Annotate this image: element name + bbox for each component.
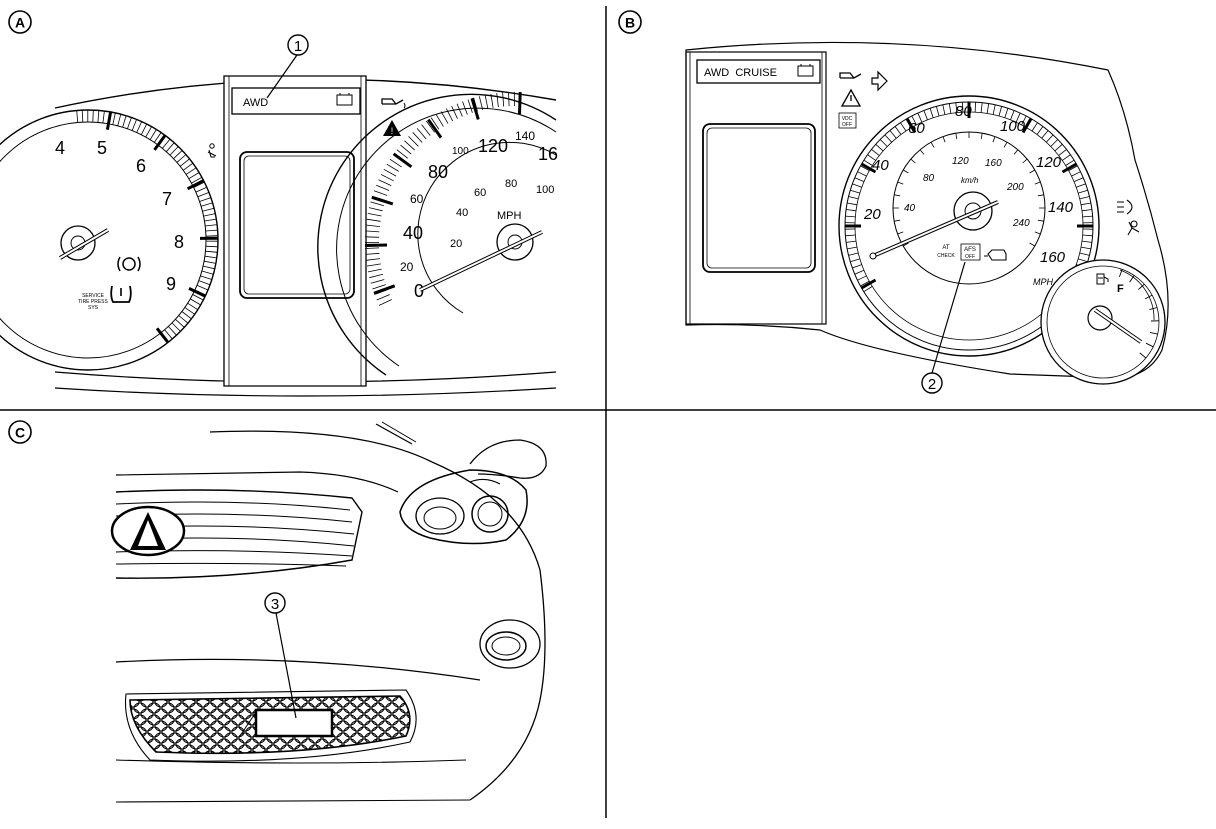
tach-number-6: 6 bbox=[136, 156, 146, 176]
brake-warning-icon bbox=[117, 256, 141, 272]
awd-cruise-indicator: AWD CRUISE bbox=[704, 67, 777, 79]
speed-inner-20: 20 bbox=[450, 238, 462, 250]
b-outer-100: 100 bbox=[1000, 118, 1026, 135]
speedometer: 0 20 40 60 80 120 16 20 40 60 80 100 100… bbox=[317, 91, 558, 376]
tpms-label-3: SYS bbox=[88, 305, 99, 311]
b-battery-warning-icon bbox=[797, 64, 814, 77]
b-outer-60: 60 bbox=[908, 120, 925, 137]
master-warning-icon: ! bbox=[383, 120, 401, 136]
fuel-hub bbox=[1087, 305, 1113, 331]
b-outer-20: 20 bbox=[863, 206, 881, 223]
callout-3-leader bbox=[275, 612, 297, 719]
b-kmh-160: 160 bbox=[985, 158, 1002, 169]
afs-off-label-1: AFS bbox=[964, 247, 976, 253]
tpms-label-1: SERVICE bbox=[82, 293, 105, 299]
fuel-pump-icon bbox=[1096, 273, 1109, 285]
callout-1: 1 bbox=[294, 38, 302, 55]
callout-2: 2 bbox=[928, 376, 936, 393]
speed-unit: MPH bbox=[497, 210, 522, 222]
fog-lamp bbox=[479, 619, 541, 669]
speed-outer-120: 120 bbox=[478, 136, 508, 156]
tach-number-8: 8 bbox=[174, 232, 184, 252]
b-outer-120: 120 bbox=[1036, 154, 1062, 171]
b-oil-pressure-icon bbox=[839, 72, 862, 79]
b-info-strip bbox=[696, 59, 821, 84]
b-kmh-40: 40 bbox=[904, 203, 916, 214]
tpms-label-2: TIRE PRESS bbox=[78, 299, 108, 305]
info-strip bbox=[231, 87, 361, 115]
battery-warning-icon bbox=[336, 93, 353, 106]
panel-a-marker: A bbox=[15, 15, 25, 31]
at-check-label-2: CHECK bbox=[937, 253, 955, 259]
lower-intake-grille bbox=[124, 689, 417, 762]
speed-hub bbox=[496, 223, 534, 261]
sensor-window bbox=[254, 708, 334, 738]
speed-inner-140: 140 bbox=[515, 129, 535, 143]
panel-c: C bbox=[8, 420, 547, 803]
headlamp bbox=[399, 469, 528, 545]
speed-inner-40: 40 bbox=[456, 207, 468, 219]
b-kmh-80: 80 bbox=[923, 173, 935, 184]
tach-number-7: 7 bbox=[162, 189, 172, 209]
callout-2-leader bbox=[931, 261, 966, 374]
b-outer-80: 80 bbox=[955, 103, 972, 120]
speed-outer-80: 80 bbox=[428, 162, 448, 182]
b-outer-140: 140 bbox=[1048, 199, 1074, 216]
infiniti-emblem bbox=[110, 505, 186, 557]
speed-inner-60: 60 bbox=[474, 187, 486, 199]
tachometer: 4 5 6 7 8 9 SERVICE TIRE PRESS SYS bbox=[0, 109, 219, 371]
b-kmh-200: 200 bbox=[1006, 182, 1024, 193]
tpms-warning-icon bbox=[110, 285, 132, 303]
fuel-gauge: F bbox=[1040, 259, 1166, 385]
speed-outer-40: 40 bbox=[403, 223, 423, 243]
oil-pressure-icon bbox=[381, 98, 406, 109]
speed-inner-100b: 100 bbox=[452, 146, 469, 157]
fuel-full-label: F bbox=[1117, 283, 1124, 295]
panel-b: B AWD CRUISE VDC OFF bbox=[618, 10, 1169, 394]
tach-number-5: 5 bbox=[97, 138, 107, 158]
seatbelt-warning-icon bbox=[207, 143, 217, 158]
speed-outer-16: 16 bbox=[538, 144, 558, 164]
multi-info-display bbox=[239, 151, 355, 299]
engine-check-icon bbox=[984, 249, 1007, 261]
speed-outer-20: 20 bbox=[400, 260, 414, 274]
b-kmh-label: km/h bbox=[961, 176, 979, 185]
b-multi-info-display bbox=[702, 123, 816, 273]
b-kmh-240: 240 bbox=[1012, 218, 1030, 229]
svg-text:!: ! bbox=[391, 126, 394, 136]
speed-inner-80: 80 bbox=[505, 178, 517, 190]
b-master-warning-icon bbox=[840, 88, 862, 107]
at-check-label-1: AT bbox=[942, 245, 950, 251]
b-outer-40: 40 bbox=[872, 157, 889, 174]
center-display-pod: AWD bbox=[223, 75, 367, 387]
speed-inner-100a: 100 bbox=[536, 184, 554, 196]
panel-a: A 4 5 6 7 8 9 bbox=[0, 10, 558, 397]
side-mirror bbox=[469, 439, 547, 479]
vdc-off-label-2: OFF bbox=[842, 122, 852, 128]
b-outer-160: 160 bbox=[1040, 249, 1066, 266]
callout-1-leader bbox=[266, 54, 298, 99]
airbag-warning-icon bbox=[1127, 220, 1140, 236]
speed-outer-60: 60 bbox=[410, 192, 424, 206]
tach-number-4: 4 bbox=[55, 138, 65, 158]
panel-b-marker: B bbox=[625, 15, 635, 31]
tach-number-9: 9 bbox=[166, 274, 176, 294]
hood-line bbox=[209, 430, 433, 463]
b-kmh-120: 120 bbox=[952, 156, 969, 167]
afs-off-label-2: OFF bbox=[965, 254, 975, 260]
turn-signal-icon bbox=[871, 70, 888, 92]
speed-outer-0: 0 bbox=[414, 281, 424, 301]
vdc-off-label-1: VDC bbox=[842, 116, 853, 122]
callout-3: 3 bbox=[271, 596, 279, 613]
headlight-icon bbox=[1117, 199, 1133, 215]
b-speed-unit: MPH bbox=[1033, 277, 1054, 287]
front-grille bbox=[110, 489, 363, 579]
panel-c-marker: C bbox=[15, 425, 25, 441]
awd-indicator: AWD bbox=[243, 97, 268, 109]
